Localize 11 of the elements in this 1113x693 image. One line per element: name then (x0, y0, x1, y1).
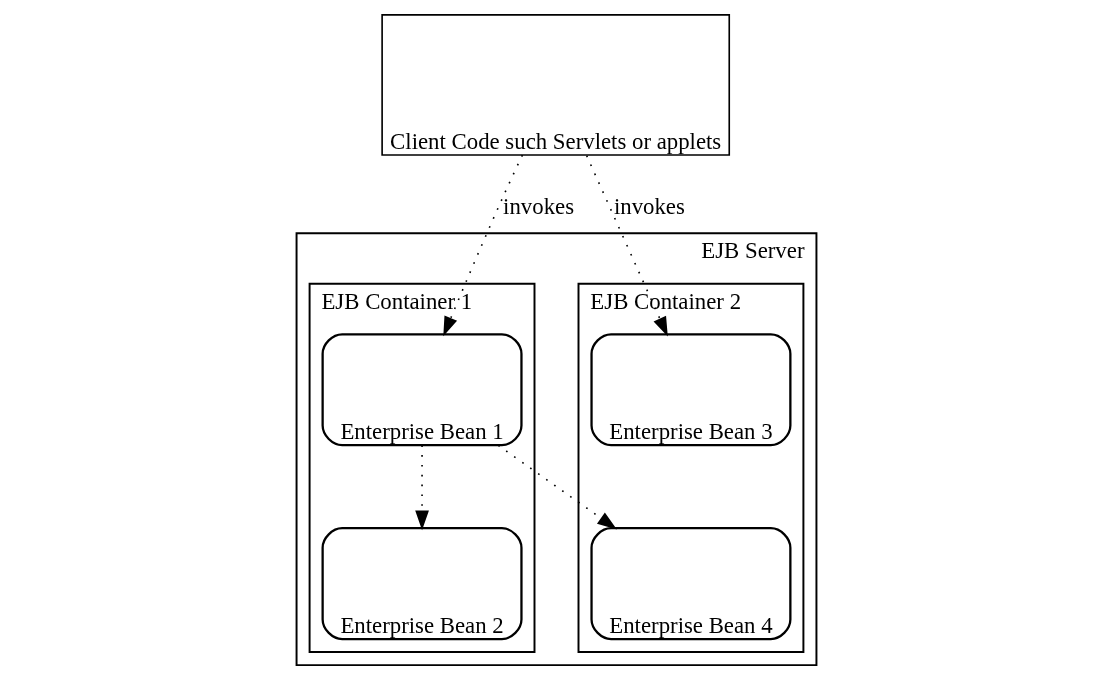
arrow (585, 154, 668, 337)
edge-label: invokes (613, 194, 685, 219)
node-box: Enterprise Bean 4 (590, 527, 792, 641)
node-box: Enterprise Bean 1 (321, 333, 523, 447)
arrow (415, 444, 429, 531)
arrow (497, 444, 617, 530)
node-box: Enterprise Bean 3 (590, 333, 792, 447)
node-box: Enterprise Bean 2 (321, 527, 523, 641)
node-box: Client Code such Servlets or applets (381, 14, 731, 156)
edge-label: invokes (503, 194, 575, 219)
arrow (443, 154, 524, 337)
